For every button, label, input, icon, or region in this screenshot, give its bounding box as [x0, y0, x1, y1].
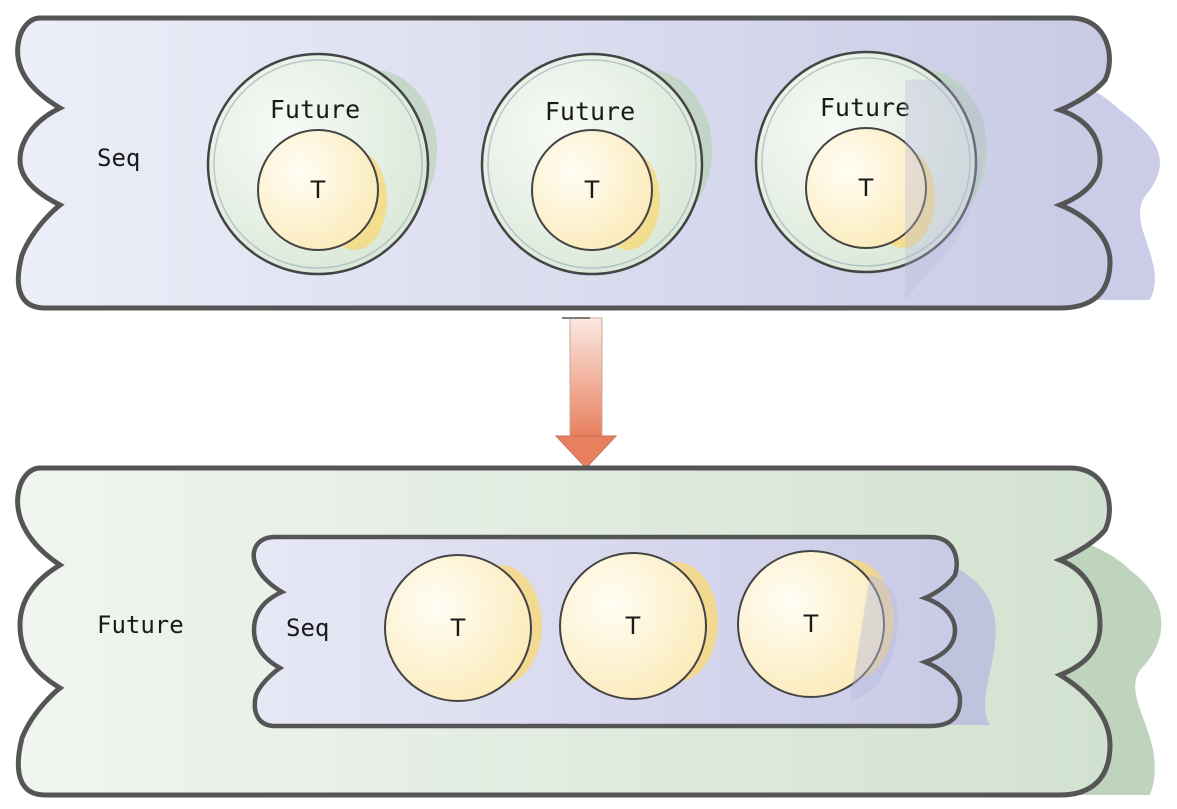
bottom-future-label: Future — [97, 611, 184, 639]
top-future-1: Future T — [206, 52, 437, 276]
bottom-t-3-label: T — [803, 610, 819, 638]
top-future-2-label: Future — [545, 97, 635, 126]
bottom-t-3: T — [737, 550, 899, 700]
top-future-3: Future T — [754, 50, 987, 301]
top-seq-label: Seq — [97, 144, 140, 172]
top-future-1-label: Future — [270, 95, 360, 124]
top-future-2: Future T — [480, 52, 712, 276]
top-future-2-t: T — [584, 176, 600, 204]
transform-arrow — [554, 317, 618, 469]
bottom-t-2-label: T — [625, 612, 641, 640]
top-future-1-t: T — [310, 176, 326, 204]
bottom-t-1: T — [384, 554, 542, 702]
bottom-t-2: T — [559, 552, 718, 700]
bottom-t-1-label: T — [450, 614, 466, 642]
top-future-3-t: T — [858, 174, 874, 202]
bottom-inner-seq-label: Seq — [286, 614, 329, 642]
top-future-3-label: Future — [820, 93, 910, 122]
